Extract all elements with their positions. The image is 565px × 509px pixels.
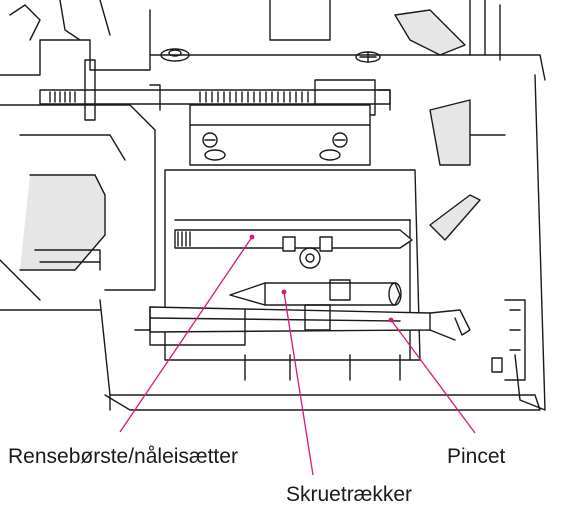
- callout-brush-needle-inserter: Rensebørste/nåleisætter: [8, 445, 238, 468]
- brush-needle-inserter: [174, 229, 413, 252]
- threaded-rod: [39, 59, 391, 121]
- upper-mechanism: [0, 0, 546, 81]
- screwdriver: [229, 247, 402, 306]
- tweezers-leader-line: [388, 317, 476, 434]
- left-housing: [0, 104, 156, 311]
- tweezers: [134, 304, 471, 346]
- presser-assembly: [189, 104, 371, 166]
- callout-tweezers: Pincet: [447, 445, 506, 468]
- brush-leader-line: [119, 234, 255, 433]
- screwdriver-leader-line: [281, 289, 314, 476]
- callout-screwdriver: Skruetrækker: [286, 483, 413, 506]
- right-housing: [429, 74, 546, 411]
